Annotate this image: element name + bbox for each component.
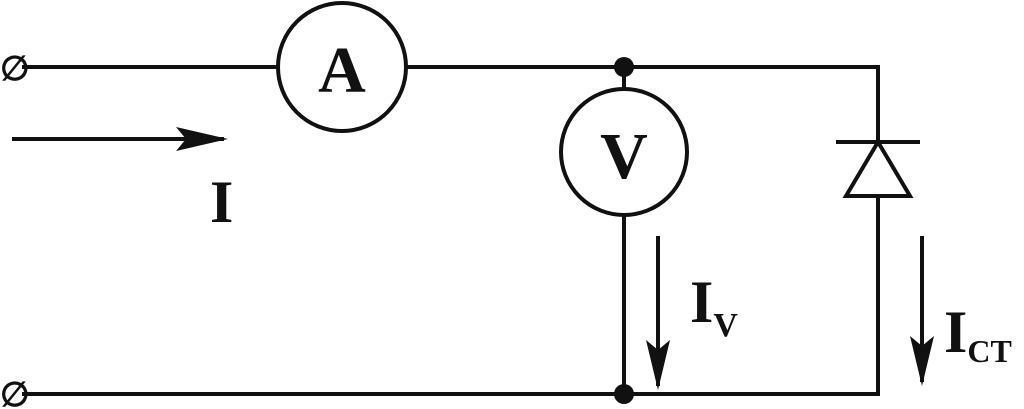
diode-triangle xyxy=(842,138,914,198)
arrow-total-current-head xyxy=(176,127,228,151)
voltmeter-circle xyxy=(559,87,689,217)
diode-icon xyxy=(836,138,920,198)
ammeter: A xyxy=(276,1,408,133)
voltmeter: V xyxy=(559,87,689,217)
voltmeter-label: V xyxy=(600,120,648,193)
junction-top xyxy=(614,57,634,77)
current-total-label: I xyxy=(210,169,233,235)
arrow-voltmeter-current-head xyxy=(646,340,670,390)
arrow-diode-current-head xyxy=(910,336,934,386)
input-terminal-top: ∅ xyxy=(0,51,30,88)
current-voltmeter-label: IV xyxy=(690,269,738,344)
ammeter-circle xyxy=(276,1,408,133)
junction-bottom xyxy=(614,384,634,404)
current-diode-label: ICT xyxy=(944,299,1012,369)
ammeter-label: A xyxy=(318,34,366,107)
